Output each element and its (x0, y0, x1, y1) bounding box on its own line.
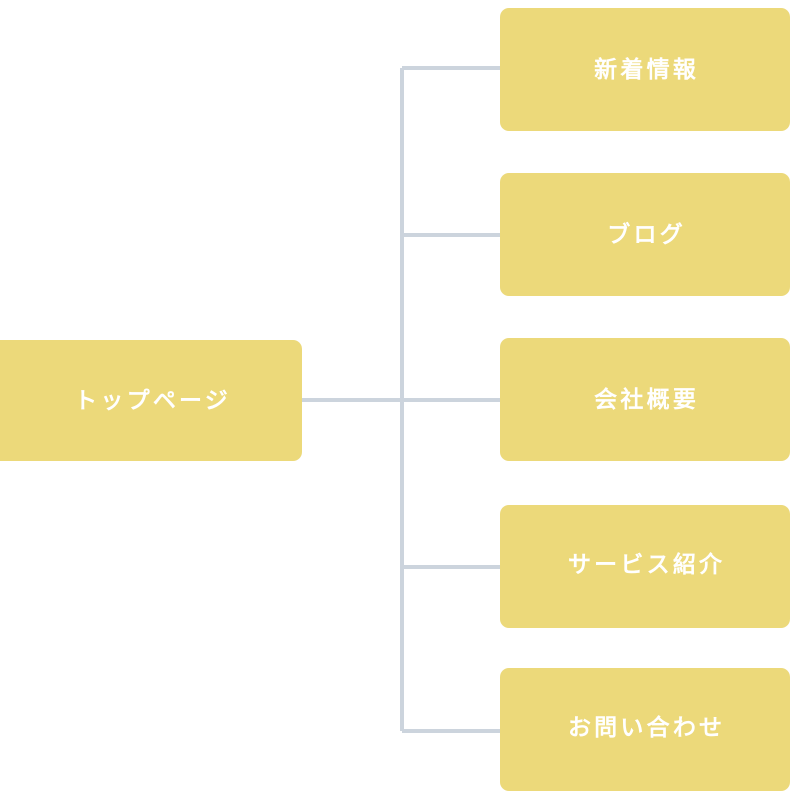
node-child-service[interactable]: サービス紹介 (500, 505, 790, 628)
node-child-new-info[interactable]: 新着情報 (500, 8, 790, 131)
node-child-1-label: ブログ (607, 220, 686, 247)
node-child-company-profile[interactable]: 会社概要 (500, 338, 790, 461)
node-child-2-label: 会社概要 (594, 385, 700, 412)
node-child-blog[interactable]: ブログ (500, 173, 790, 296)
node-child-4-label: お問い合わせ (567, 714, 726, 740)
node-child-0-label: 新着情報 (594, 55, 700, 82)
node-root[interactable]: トップページ (0, 340, 302, 461)
node-child-3-label: サービス紹介 (567, 551, 726, 577)
node-root-label: トップページ (74, 386, 232, 413)
node-child-contact[interactable]: お問い合わせ (500, 668, 790, 791)
